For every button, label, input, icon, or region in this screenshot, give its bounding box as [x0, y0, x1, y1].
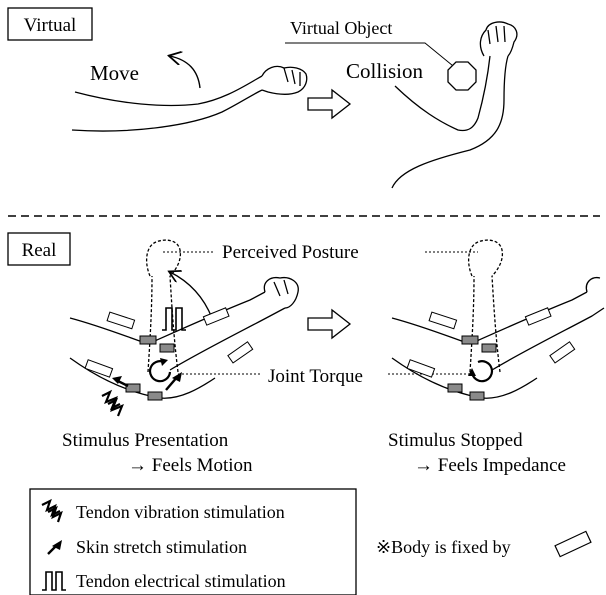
fixing-band — [107, 312, 135, 329]
virtual-section: Virtual Move Collision Virtual Object — [8, 8, 517, 188]
fixing-band — [407, 360, 435, 377]
legend-item-label: Tendon vibration stimulation — [76, 502, 285, 522]
left-caption-line2: → Feels Motion — [128, 455, 253, 476]
virtual-object-octagon — [448, 62, 476, 90]
fixing-band — [228, 342, 253, 363]
real-transition-arrow-icon — [308, 310, 350, 338]
move-arrow-icon — [170, 56, 200, 88]
fixing-band — [203, 308, 229, 325]
real-section: Real Perceived Posture Joint Torque — [8, 233, 604, 476]
left-caption-line1: Stimulus Presentation — [62, 430, 229, 451]
electrode — [482, 344, 496, 352]
virtual-transition-arrow-icon — [308, 90, 350, 118]
rotation-arrowhead-icon — [468, 368, 476, 376]
electrode — [470, 392, 484, 400]
rotation-arrowhead-icon — [160, 358, 168, 366]
electrode — [462, 336, 478, 344]
fixing-band — [525, 308, 551, 325]
perceived-posture-label: Perceived Posture — [222, 242, 359, 263]
body-fixed-note: ※Body is fixed by — [376, 537, 511, 557]
joint-torque-rotation-icon — [150, 361, 170, 381]
right-caption-line1: Stimulus Stopped — [388, 430, 523, 451]
legend: Tendon vibration stimulation Skin stretc… — [30, 489, 356, 595]
move-label: Move — [90, 61, 139, 85]
fixing-band — [429, 312, 457, 329]
electrode — [148, 392, 162, 400]
zigzag-vibration-icon — [102, 392, 120, 408]
legend-item-label: Tendon electrical stimulation — [76, 571, 286, 591]
joint-torque-rotation-icon — [472, 361, 492, 381]
virtual-section-label: Virtual — [24, 15, 77, 36]
right-caption-line2: → Feels Impedance — [414, 455, 566, 476]
zigzag-vibration-icon — [108, 400, 122, 416]
real-section-label: Real — [22, 240, 57, 261]
virtual-object-label: Virtual Object — [290, 18, 392, 38]
legend-item-label: Skin stretch stimulation — [76, 537, 247, 557]
electrode — [448, 384, 462, 392]
electrode — [160, 344, 174, 352]
fixing-band-icon — [555, 531, 591, 556]
fixing-band — [85, 360, 113, 377]
virtual-arm-bent — [392, 22, 517, 188]
fixing-band — [550, 342, 575, 363]
joint-torque-label: Joint Torque — [268, 366, 363, 387]
electrode — [140, 336, 156, 344]
collision-label: Collision — [346, 59, 424, 83]
